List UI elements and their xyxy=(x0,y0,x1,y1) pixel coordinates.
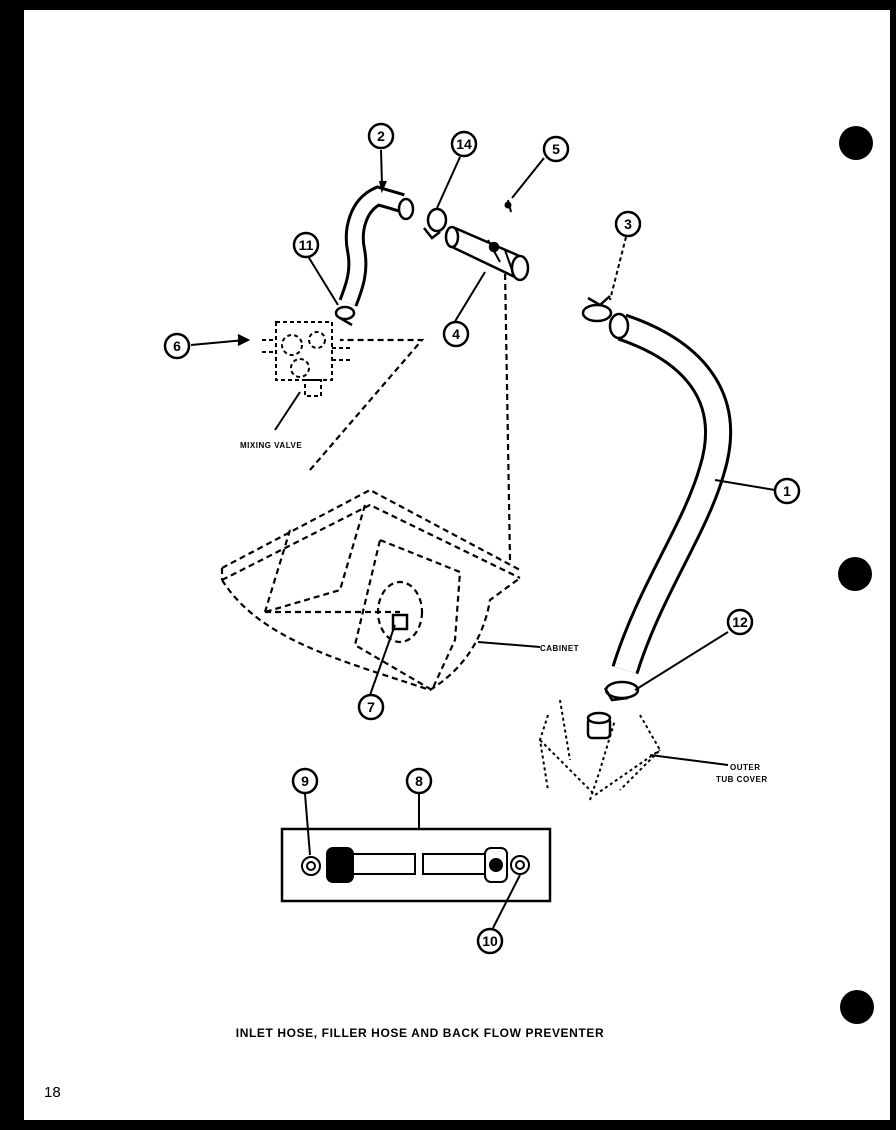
callout-11-label: 11 xyxy=(299,237,314,253)
callout-1-label: 1 xyxy=(783,483,791,499)
callout-9-label: 9 xyxy=(301,773,309,789)
clamp-12-part xyxy=(603,680,640,702)
leader-2 xyxy=(380,149,383,186)
back-flow-preventer-part xyxy=(444,225,530,282)
leader-3 xyxy=(609,236,627,301)
cabinet-outline xyxy=(220,269,521,692)
callout-2-circle xyxy=(367,122,395,150)
callout-7-label: 7 xyxy=(367,699,375,715)
callout-4-circle xyxy=(442,320,470,348)
leader-6 xyxy=(190,339,246,346)
callout-4-label: 4 xyxy=(452,326,460,342)
binder-hole-top xyxy=(839,126,873,160)
leader-5 xyxy=(511,157,545,199)
clamp-3-part xyxy=(581,295,613,323)
callout-11-circle xyxy=(292,231,320,259)
leader-11 xyxy=(305,252,339,306)
callout-3-label: 3 xyxy=(624,216,632,232)
back-flow-washer-10-part xyxy=(510,855,530,875)
leader-outer-tub-cover xyxy=(649,754,729,766)
leader-9 xyxy=(304,793,311,856)
callout-6-label: 6 xyxy=(173,338,181,354)
callout-14-label: 14 xyxy=(456,136,472,152)
callout-2-label: 2 xyxy=(377,128,385,144)
callout-1-circle xyxy=(773,477,801,505)
leader-cabinet xyxy=(477,641,541,648)
part-7 xyxy=(391,613,409,631)
callout-8-label: 8 xyxy=(415,773,423,789)
mixing-valve-part xyxy=(262,321,350,397)
screw-5-part xyxy=(504,199,512,213)
clamp-11-part xyxy=(334,305,356,327)
diagram-title: INLET HOSE, FILLER HOSE AND BACK FLOW PR… xyxy=(235,1026,605,1040)
leader-lines xyxy=(190,149,776,929)
filler-hose-part xyxy=(338,185,415,307)
leader-14 xyxy=(436,156,461,209)
page-number: 18 xyxy=(44,1084,61,1101)
paper xyxy=(24,10,890,1120)
washer-9-part xyxy=(301,856,321,876)
leader-1 xyxy=(714,479,776,491)
callouts xyxy=(163,122,801,955)
cabinet-label: CABINET xyxy=(540,644,579,653)
clamp-14-part xyxy=(423,207,448,240)
tub-cover-label: TUB COVER xyxy=(716,775,768,784)
inlet-hose-part xyxy=(608,312,732,675)
callout-10-label: 10 xyxy=(482,933,498,949)
leader-10 xyxy=(492,874,521,929)
inlet-hose-kit-part xyxy=(326,847,508,883)
callout-7-circle xyxy=(357,693,385,721)
binder-hole-middle xyxy=(838,557,872,591)
callout-12-label: 12 xyxy=(732,614,748,630)
callout-9-circle xyxy=(291,767,319,795)
arrowhead-2 xyxy=(379,180,387,194)
callout-5-circle xyxy=(542,135,570,163)
binder-hole-bottom xyxy=(840,990,874,1024)
leader-4 xyxy=(453,271,486,324)
callout-3-circle xyxy=(614,210,642,238)
mixing-valve-label: MIXING VALVE xyxy=(240,441,302,450)
leader-7 xyxy=(369,624,396,696)
callout-6-circle xyxy=(163,332,191,360)
callout-8-circle xyxy=(405,767,433,795)
outer-label: OUTER xyxy=(730,763,761,772)
callout-12-circle xyxy=(726,608,754,636)
tub-fitting xyxy=(586,711,612,740)
callout-5-label: 5 xyxy=(552,141,560,157)
callout-10-circle xyxy=(476,927,504,955)
arrowhead-6 xyxy=(237,334,251,346)
leader-mixing-valve xyxy=(274,391,301,431)
callout-14-circle xyxy=(450,130,478,158)
leader-12 xyxy=(634,631,729,691)
